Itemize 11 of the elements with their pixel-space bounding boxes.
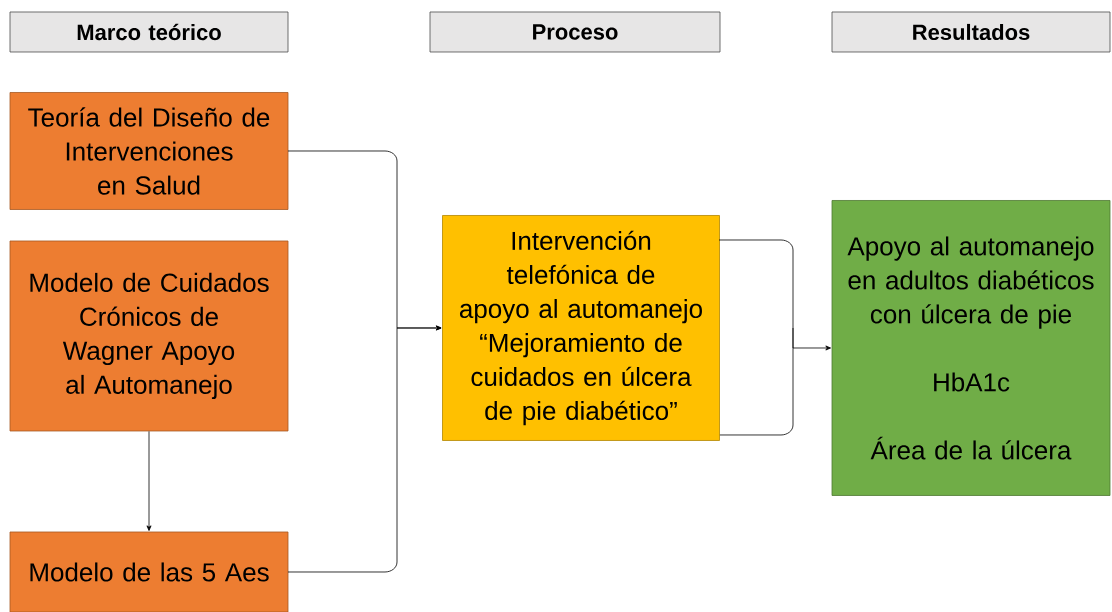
process-box: Intervención telefónica de apoyo al automanejo “Mejoramiento de cuidados en úlcera de pie diabético”	[442, 215, 720, 441]
arrow	[287, 325, 442, 573]
arrow	[146, 431, 152, 531]
header-box: Proceso	[429, 11, 721, 53]
framework-box: Modelo de las 5 Aes	[9, 531, 289, 612]
result-box: Apoyo al automanejo en adultos diabéticos con úlcera de pie HbA1c Área de la úlcera	[831, 200, 1111, 496]
framework-box: Teoría del Diseño de Intervenciones en Salud	[9, 92, 289, 210]
arrow	[718, 239, 831, 351]
header-box: Marco teórico	[9, 11, 289, 53]
framework-box: Modelo de Cuidados Crónicos de Wagner Apoyo al Automanejo	[9, 240, 289, 432]
header-box: Resultados	[831, 11, 1111, 53]
